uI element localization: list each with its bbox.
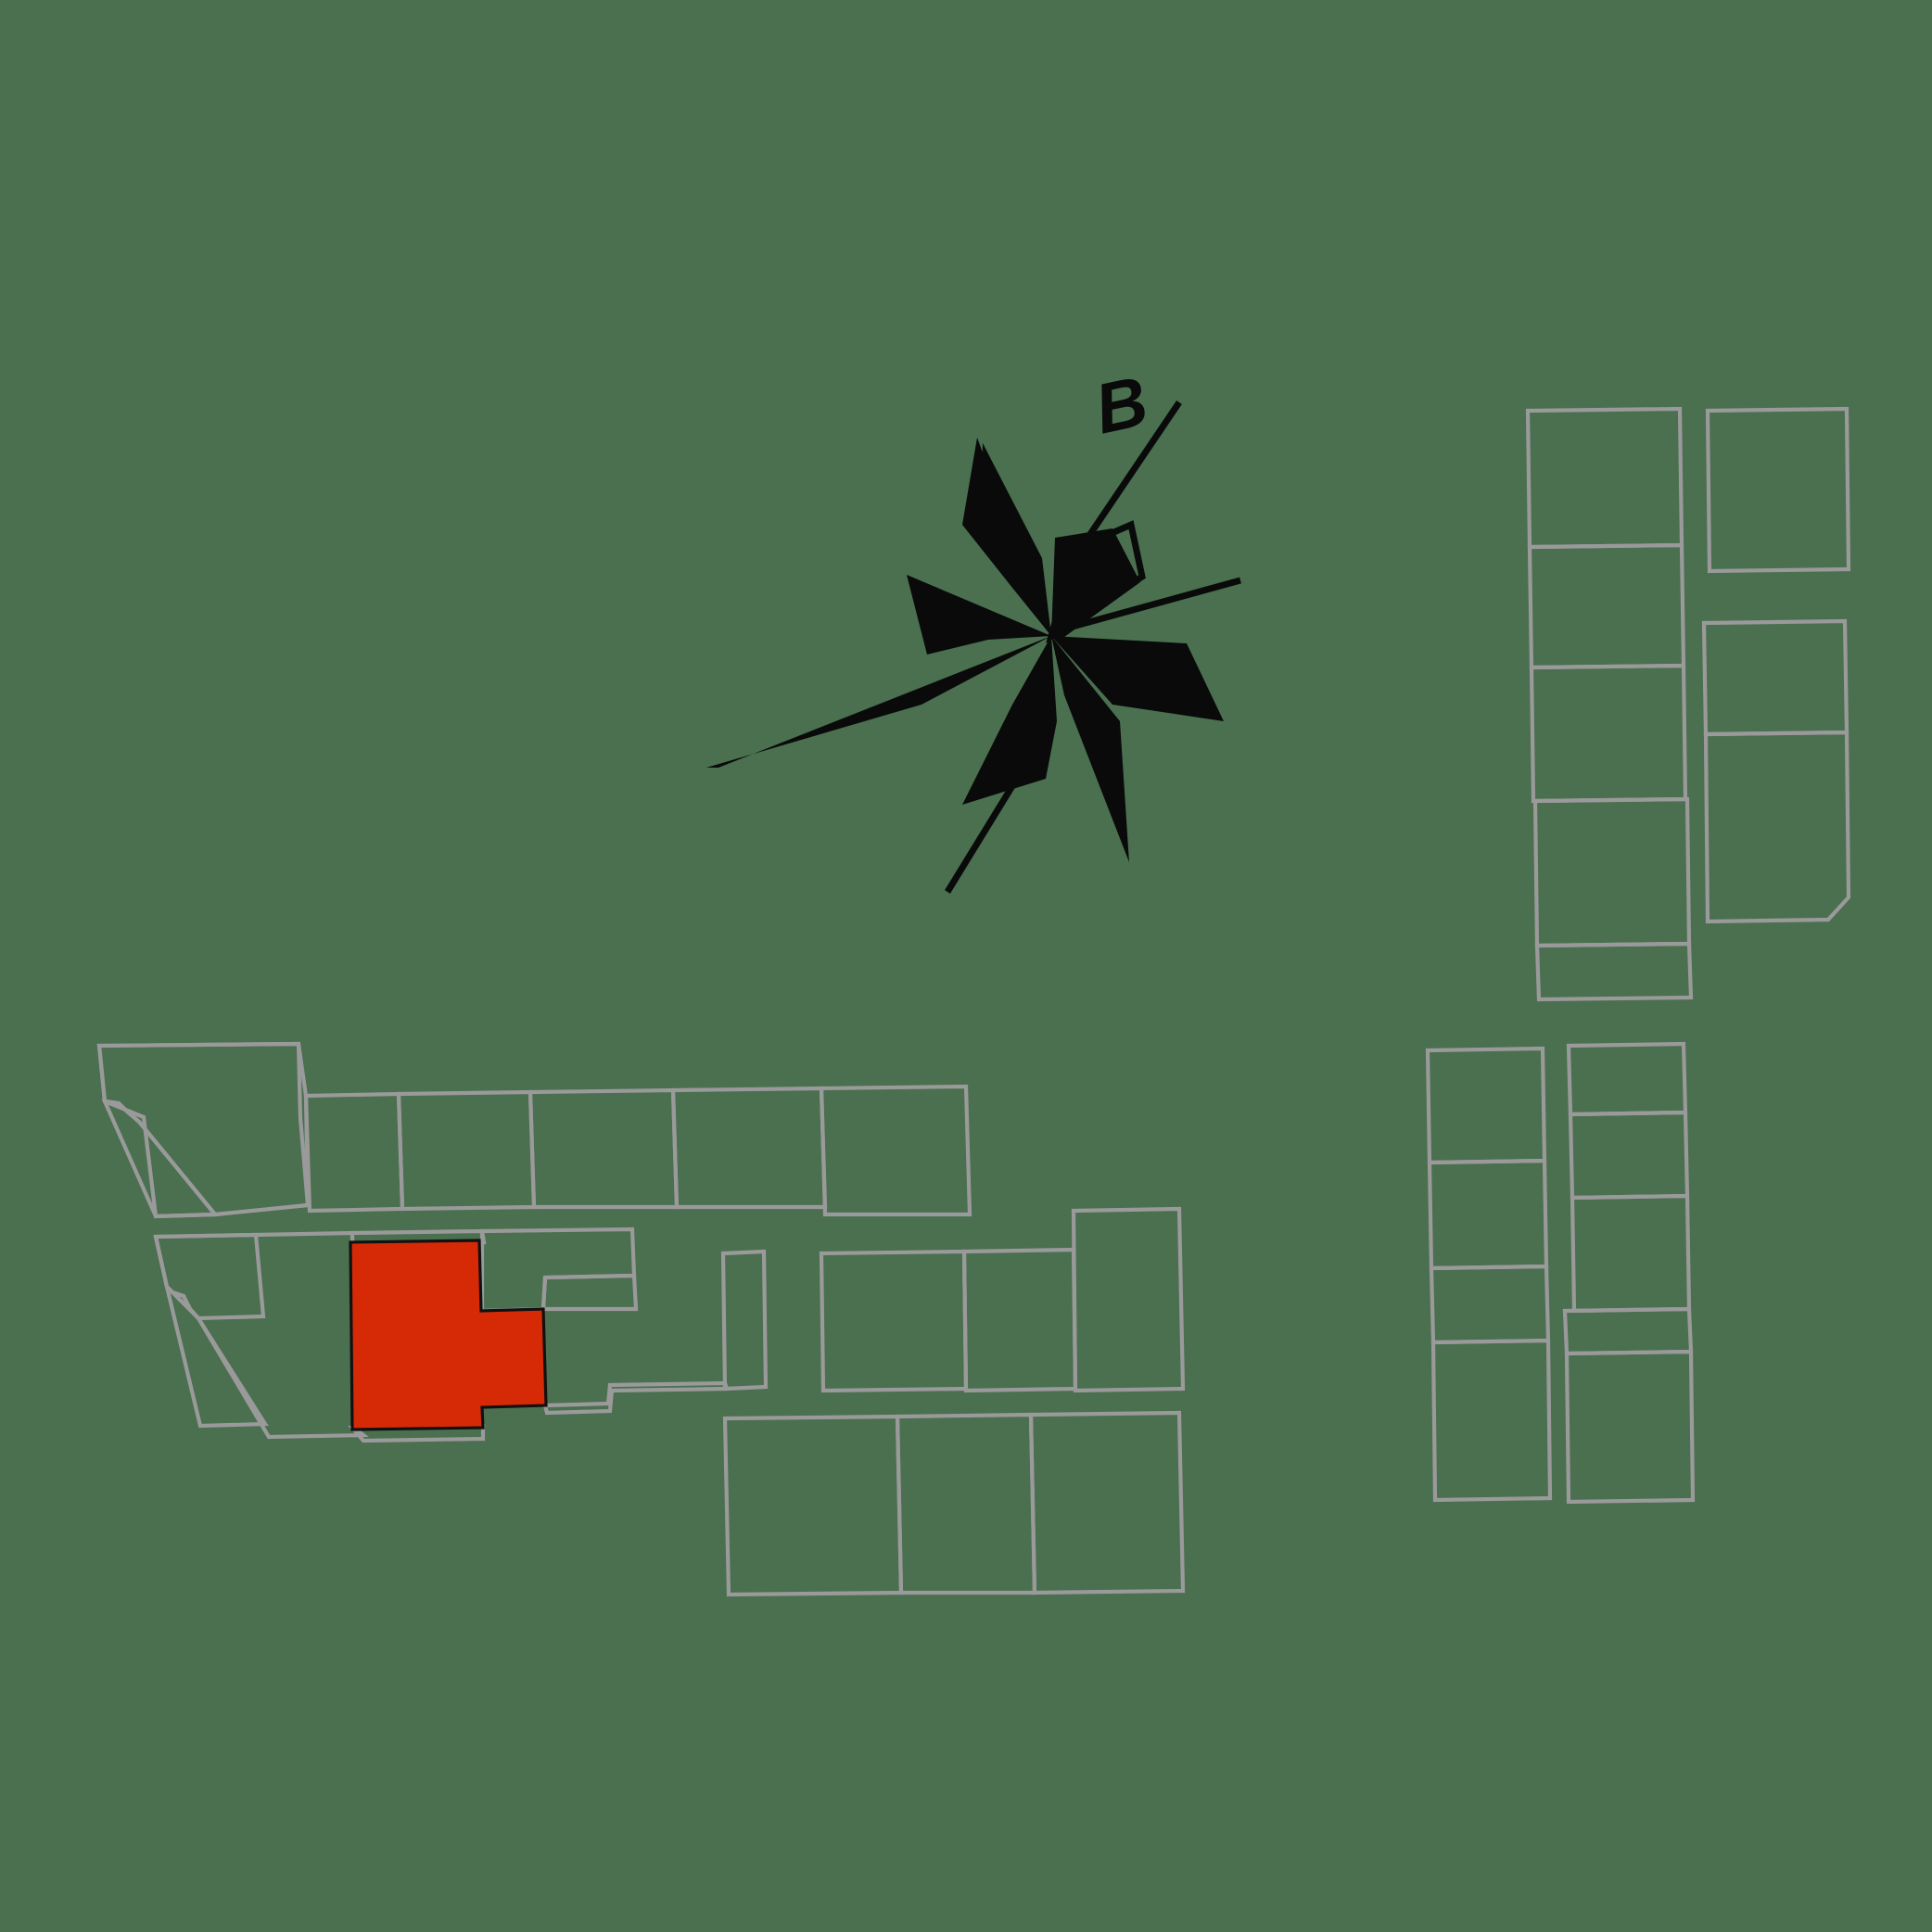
selected-parcel[interactable] [349, 1239, 548, 1431]
parcel-boundary[interactable] [819, 1084, 972, 1217]
parcel-boundary[interactable] [540, 1273, 639, 1312]
parcel-boundary[interactable] [1534, 941, 1694, 1002]
parcel-boundary[interactable] [1430, 1338, 1553, 1503]
parcel-column-upper-right-1 [1525, 406, 1694, 1002]
parcel-group-centre [720, 1206, 1186, 1393]
compass-north-pointer [1080, 400, 1182, 547]
parcel-column-lower-right-2 [1562, 1041, 1696, 1505]
compass-rose: B [706, 362, 1241, 894]
parcel-group-lower-right [1425, 1041, 1696, 1505]
parcel-group-left-upper-row [96, 1041, 972, 1219]
compass-tick-east [1058, 577, 1241, 634]
parcel-boundary[interactable] [1564, 1349, 1696, 1505]
compass-ray-west [907, 575, 1051, 655]
compass-ray-southeast [1051, 636, 1129, 862]
parcel-group-bottom-centre [722, 1410, 1186, 1597]
parcel-boundary[interactable] [1705, 406, 1851, 574]
compass-tick-south [945, 751, 1036, 894]
parcel-column-lower-right-1 [1425, 1046, 1553, 1503]
compass-ray-northeast-fill [1051, 528, 1140, 640]
parcel-boundary[interactable] [1703, 730, 1851, 924]
parcel-boundary[interactable] [1071, 1206, 1186, 1393]
parcel-boundary[interactable] [1028, 1410, 1186, 1595]
parcel-group-upper-right [1525, 406, 1851, 1002]
compass-ray-north-fill [981, 443, 1051, 636]
compass-ray-east [1051, 636, 1224, 721]
parcel-boundary[interactable] [720, 1249, 769, 1392]
parcel-column-upper-right-2 [1701, 406, 1851, 924]
